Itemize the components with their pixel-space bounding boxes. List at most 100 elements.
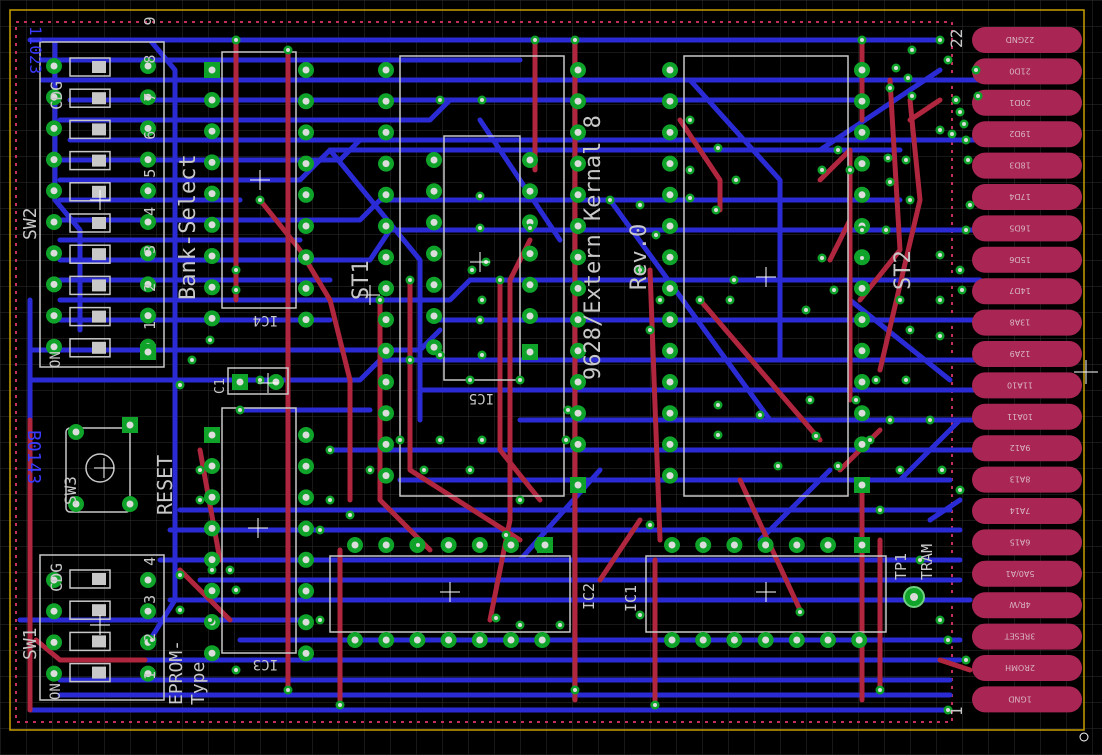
drill-hole (699, 541, 707, 549)
via-hole (820, 168, 824, 172)
drill-hole (302, 253, 310, 261)
via-hole (468, 378, 472, 382)
drill-hole (526, 156, 534, 164)
via-hole (976, 94, 980, 98)
drill-hole (382, 128, 390, 136)
drill-hole (382, 409, 390, 417)
edge-finger: 12A9 (972, 341, 1082, 367)
via-hole (480, 438, 484, 442)
via-hole (658, 298, 662, 302)
via-hole (698, 298, 702, 302)
drill-hole (526, 187, 534, 195)
via-hole (814, 434, 818, 438)
via-hole (208, 338, 212, 342)
edge-finger: 7A14 (972, 498, 1082, 524)
edge-finger-pad (972, 686, 1082, 713)
origin-crosshair (1074, 360, 1098, 742)
dip-switch-slot (69, 631, 111, 652)
drill-hole (50, 249, 58, 257)
drill-hole (666, 284, 674, 292)
drill-hole (793, 636, 801, 644)
drill-hole (430, 250, 438, 258)
drill-hole (858, 481, 866, 489)
edge-finger-pad (972, 184, 1082, 210)
edge-finger-label: 3RESET (1005, 632, 1036, 641)
via-hole (234, 38, 238, 42)
edge-finger-label: 21D0 (1009, 66, 1030, 75)
via-hole (940, 468, 944, 472)
via-hole (398, 438, 402, 442)
via-hole (854, 398, 858, 402)
via-hole (286, 688, 290, 692)
via-hole (438, 438, 442, 442)
via-hole (238, 408, 242, 412)
dip-switch-slot (69, 600, 111, 620)
drill-hole (445, 541, 453, 549)
edge-finger: 5A0/A1 (972, 560, 1082, 587)
edge-finger-pad (972, 215, 1082, 242)
sw2-outline (39, 41, 165, 368)
drill-hole (574, 191, 582, 199)
edge-finger: 10A11 (972, 403, 1082, 430)
drill-hole (208, 524, 216, 532)
via-hole (408, 358, 412, 362)
via-hole (734, 178, 738, 182)
silkscreen-outlines (39, 41, 887, 701)
edge-finger-pad (972, 403, 1082, 430)
via-hole (938, 253, 942, 257)
drill-hole (144, 249, 152, 257)
sw2-switches (69, 57, 111, 358)
drill-hole (144, 62, 152, 70)
dip-switch-lever (92, 217, 106, 229)
dip-switch-lever (92, 123, 106, 136)
via-hole (860, 256, 864, 260)
via-hole (688, 118, 692, 122)
edge-finger-label: 7A14 (1010, 506, 1031, 515)
edge-finger: 13A8 (972, 309, 1082, 336)
edge-finger-pad (972, 58, 1082, 85)
via-hole (178, 573, 182, 577)
drill-hole (302, 649, 310, 657)
via-hole (904, 158, 908, 162)
drill-hole (824, 636, 832, 644)
via-hole (938, 128, 942, 132)
drill-hole (351, 541, 359, 549)
via-hole (328, 448, 332, 452)
edge-finger: 9A12 (972, 435, 1082, 462)
via-hole (208, 618, 212, 622)
drill-hole (302, 587, 310, 595)
via-hole (518, 623, 522, 627)
tram-label: TRAM (918, 544, 936, 580)
via-hole (654, 233, 658, 237)
drill-hole (858, 66, 866, 74)
dip-switch-lever (92, 248, 106, 261)
via-hole (938, 334, 942, 338)
st2-outline (683, 55, 849, 497)
via-hole (958, 488, 962, 492)
via-hole (716, 146, 720, 150)
drill-hole (302, 128, 310, 136)
drill-hole (302, 222, 310, 230)
drill-hole (382, 316, 390, 324)
drill-hole (574, 160, 582, 168)
reset-label: RESET (153, 455, 177, 515)
via-hole (198, 498, 202, 502)
via-hole (528, 226, 532, 230)
drill-hole (50, 576, 58, 584)
drill-hole (858, 409, 866, 417)
edge-pin-1-label: 1 (947, 706, 966, 716)
via-hole (478, 226, 482, 230)
via-hole (820, 256, 824, 260)
dip-switch-slot (69, 338, 111, 358)
dip-switch-lever (92, 341, 106, 354)
edge-finger: 15D6 (972, 246, 1082, 273)
drill-hole (858, 97, 866, 105)
drill-hole (236, 378, 244, 386)
via-hole (878, 508, 882, 512)
drill-hole (144, 124, 152, 132)
via-hole (566, 408, 570, 412)
via-hole (888, 86, 892, 90)
drill-hole (574, 222, 582, 230)
drill-hole (858, 378, 866, 386)
